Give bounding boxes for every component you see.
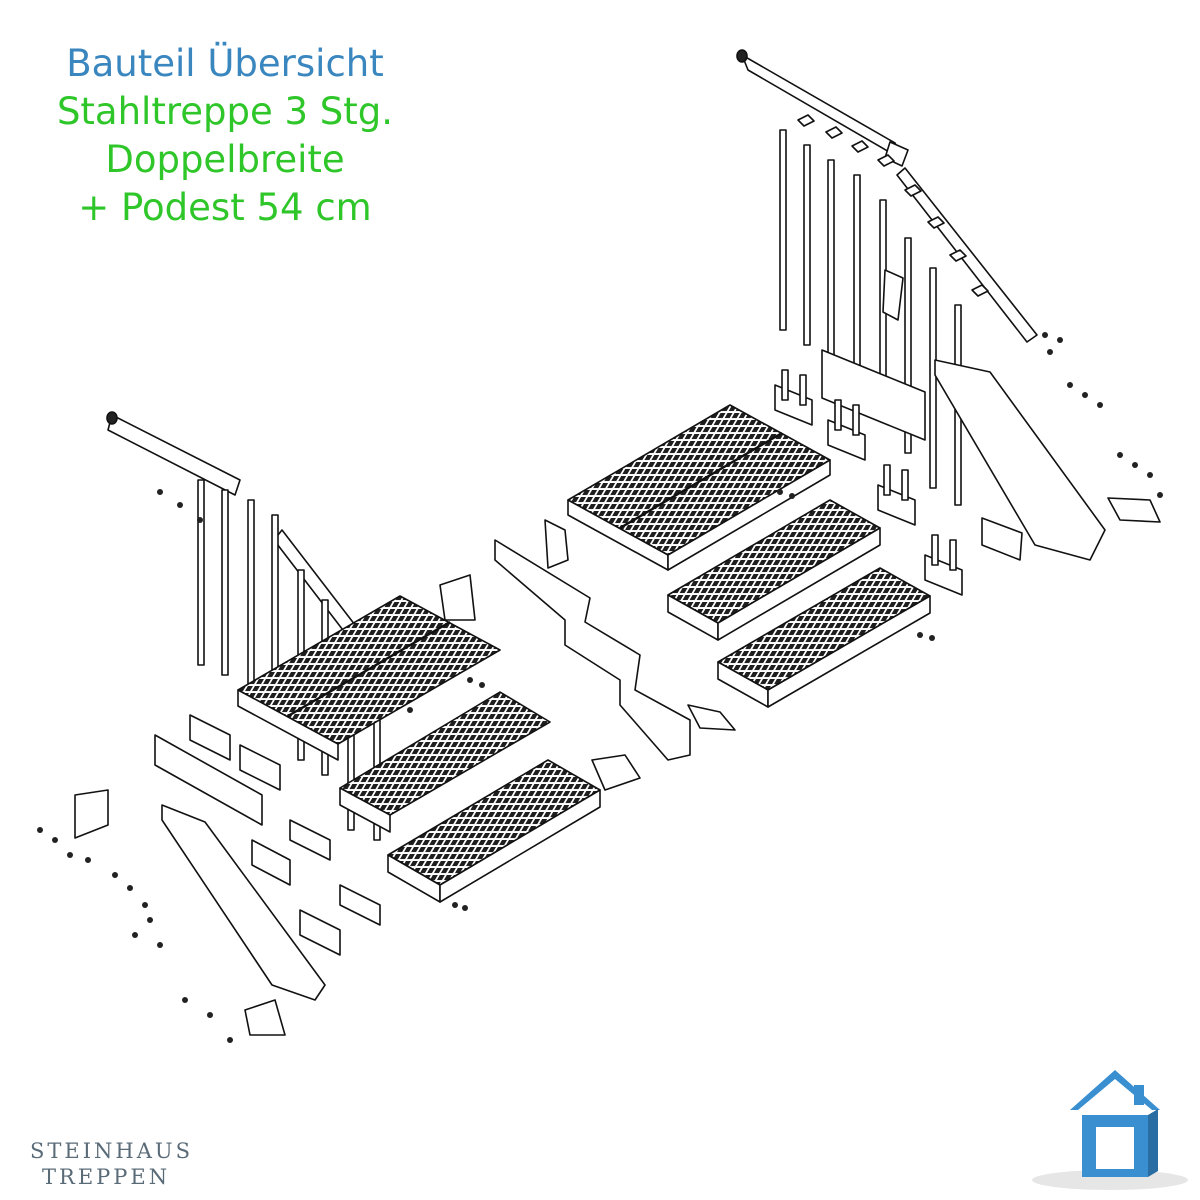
stringer-left <box>161 804 326 1001</box>
podest-grates-left <box>237 574 501 761</box>
kick-plate-left <box>154 734 263 826</box>
steps-left <box>339 691 601 903</box>
title-line-4: + Podest 54 cm <box>78 186 372 229</box>
post-brackets-right <box>774 369 1023 596</box>
brand-line-1: STEINHAUS <box>30 1139 193 1163</box>
title-line-1: Bauteil Übersicht <box>66 42 384 85</box>
rail-clamps-right <box>797 114 989 297</box>
title-line-2: Stahltreppe 3 Stg. <box>56 90 394 133</box>
diagram-title: Bauteil Übersicht Stahltreppe 3 Stg. Dop… <box>0 40 450 232</box>
kick-plate-right <box>821 349 926 441</box>
stringer-center <box>494 539 691 761</box>
steps-right <box>667 499 931 708</box>
podest-grates-right <box>567 404 831 571</box>
stringer-right <box>934 359 1106 561</box>
house-icon <box>1032 1070 1188 1190</box>
handrail-right <box>736 49 1038 343</box>
title-line-3: Doppelbreite <box>105 138 345 181</box>
brand-line-2: TREPPEN <box>42 1165 171 1189</box>
bolts <box>37 332 1163 1043</box>
post-brackets-left <box>189 714 381 956</box>
brand-wordmark: STEINHAUS TREPPEN <box>30 1138 193 1190</box>
